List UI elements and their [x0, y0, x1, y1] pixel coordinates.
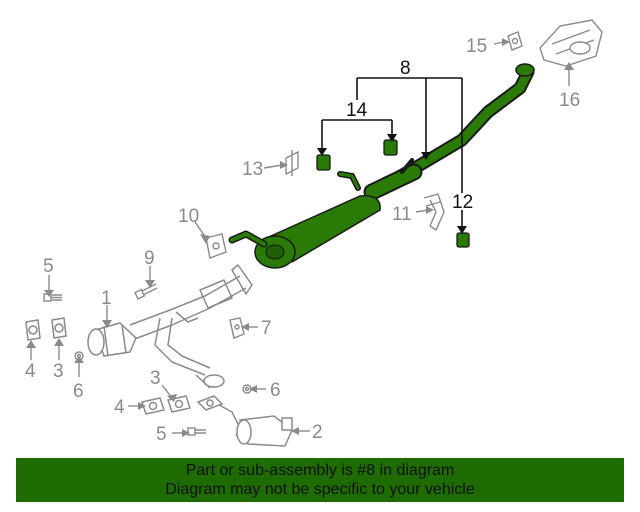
y-pipe-assembly	[129, 264, 253, 389]
callout-5-top: 5	[43, 256, 54, 277]
banner-line-1: Part or sub-assembly is #8 in diagram	[185, 462, 455, 479]
callout-4-left: 4	[25, 361, 36, 382]
part-8-muffler-assembly[interactable]	[228, 63, 535, 269]
callout-4-bottom: 4	[114, 397, 125, 418]
callout-3-left: 3	[53, 361, 64, 382]
heat-shield-16	[539, 19, 603, 67]
gasket-4-left	[25, 319, 41, 341]
info-banner: Part or sub-assembly is #8 in diagram Di…	[16, 458, 624, 502]
callout-11: 11	[392, 204, 412, 225]
callout-12: 12	[452, 192, 473, 213]
callout-7: 7	[261, 318, 272, 339]
leader-lines-highlighted	[321, 77, 463, 228]
exhaust-parts-diagram: 8 14 12 15 16 13 10 11 9 5 1 7 4 3 6 3 6…	[25, 19, 603, 447]
bolt-5-left	[43, 293, 62, 302]
hanger-10	[205, 233, 227, 259]
callout-8: 8	[400, 58, 411, 79]
bracket-7	[229, 317, 245, 339]
callout-13: 13	[242, 159, 263, 180]
callout-2: 2	[312, 422, 323, 443]
callout-15: 15	[466, 36, 487, 57]
banner-line-2: Diagram may not be specific to your vehi…	[165, 481, 475, 498]
callout-10: 10	[178, 206, 199, 227]
catalytic-converter-2	[209, 399, 293, 447]
leader-arrowheads	[317, 134, 467, 234]
callout-5-bottom: 5	[156, 424, 167, 445]
bolt-9	[134, 283, 158, 300]
callout-1: 1	[101, 288, 112, 309]
catalytic-converter-1	[87, 322, 137, 357]
callout-3-bottom: 3	[150, 368, 161, 389]
bracket-13	[285, 150, 299, 176]
clip-15	[507, 31, 523, 51]
callout-9: 9	[144, 248, 155, 269]
bolt-5-bottom	[187, 427, 206, 436]
callout-16: 16	[559, 90, 580, 111]
flange-gasket	[196, 395, 224, 411]
leader-arrowheads-grey	[26, 38, 574, 437]
callout-14: 14	[346, 100, 368, 121]
callout-6-right: 6	[270, 380, 281, 401]
callout-6-left: 6	[73, 381, 84, 402]
gasket-3-left	[51, 317, 67, 339]
bracket-11	[423, 193, 445, 232]
gasket-4-bottom	[141, 397, 165, 415]
